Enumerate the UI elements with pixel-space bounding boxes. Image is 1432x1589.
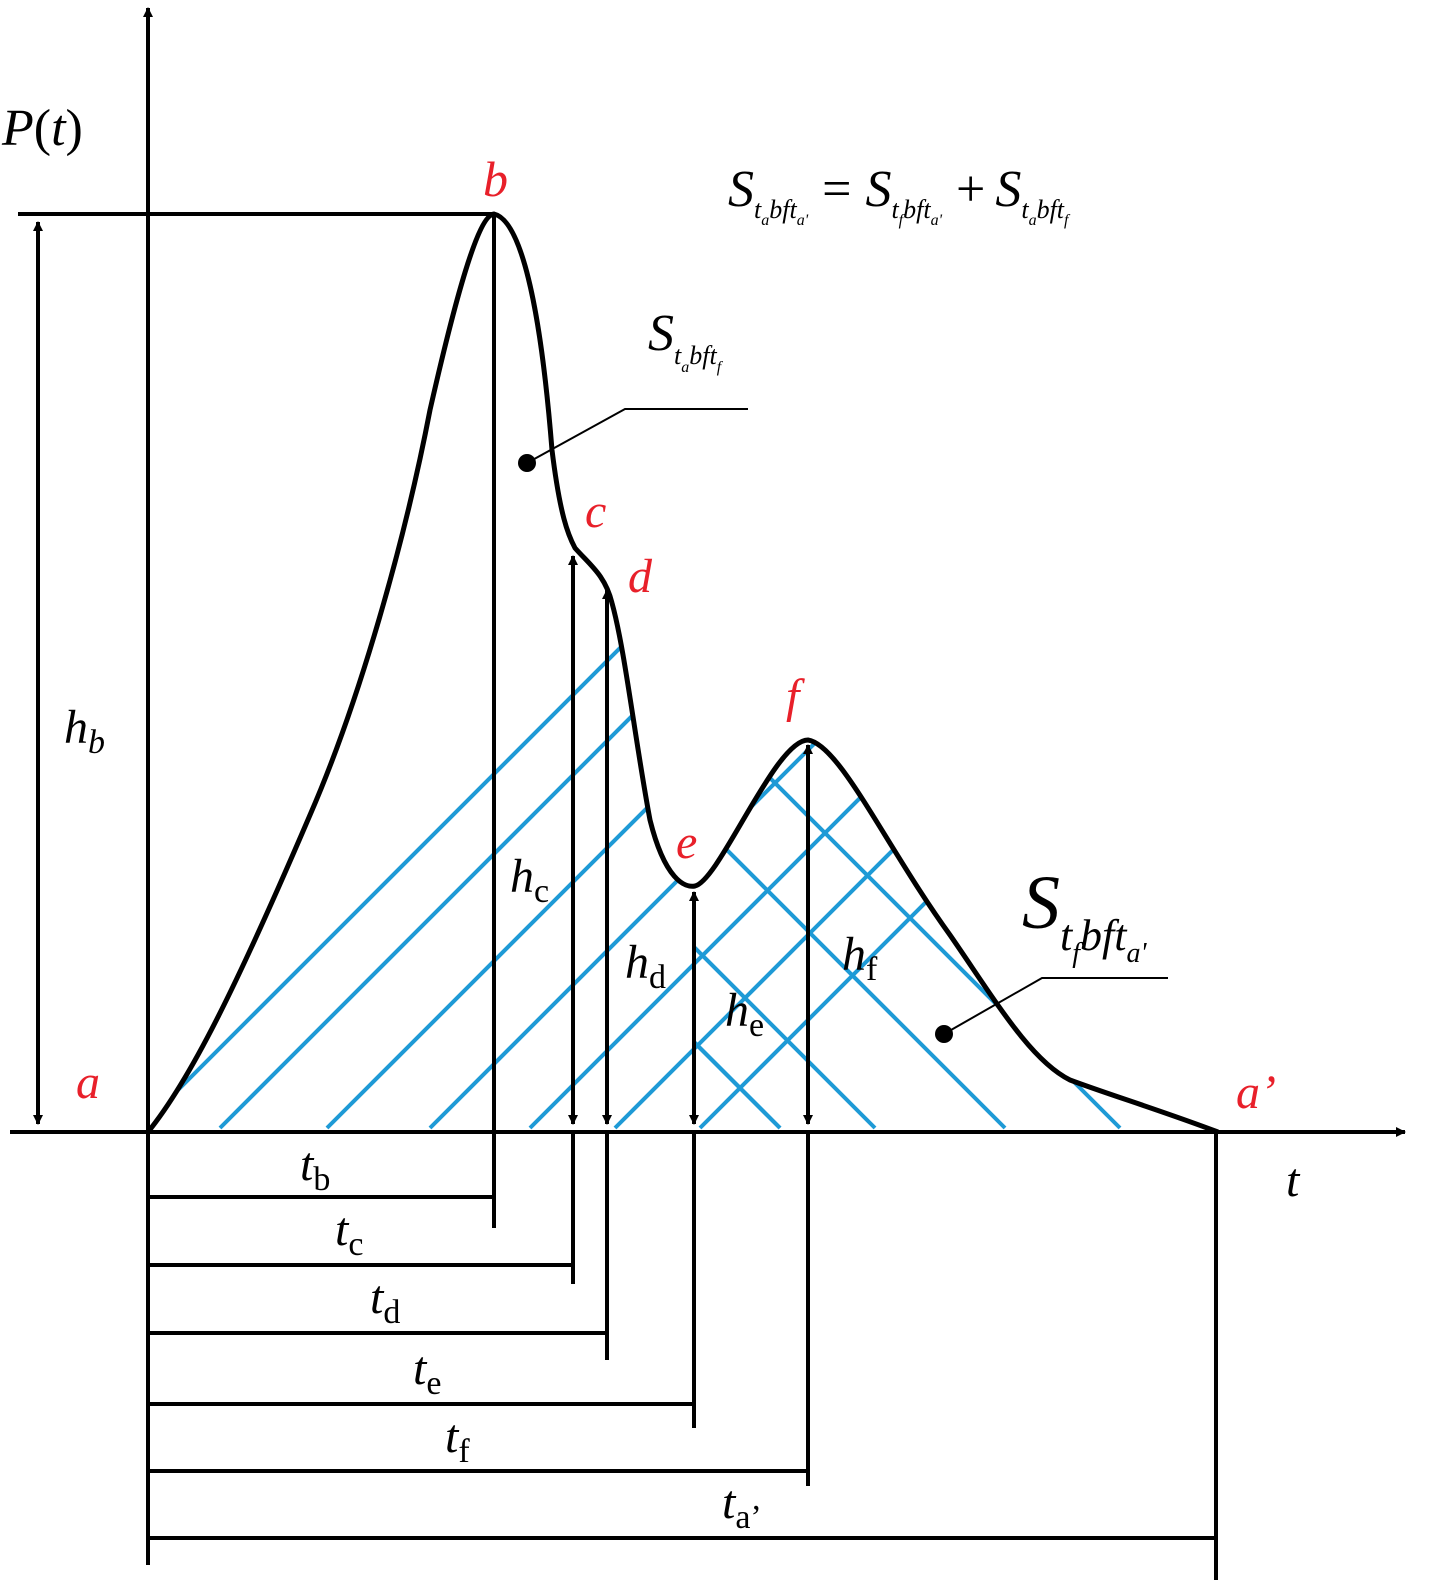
tf-label: tf (445, 1410, 470, 1470)
tb-label: tb (300, 1138, 330, 1198)
left-area-dot (518, 454, 536, 472)
point-label-a: a (76, 1056, 100, 1109)
ta-prime-label: ta’ (722, 1476, 762, 1536)
he-label: he (725, 984, 764, 1044)
point-label-e: e (676, 816, 697, 869)
right-area-leader (943, 977, 1168, 1035)
pulse-curve (146, 211, 1219, 1135)
te-label: te (413, 1342, 441, 1402)
hd-label: hd (625, 936, 666, 996)
tc-label: tc (335, 1203, 363, 1263)
point-label-b: b (483, 151, 508, 207)
area-hatching (158, 214, 1218, 1130)
point-label-a-prime: a’ (1236, 1066, 1276, 1119)
left-area-leader (526, 408, 748, 464)
point-label-c: c (585, 485, 606, 538)
td-label: td (370, 1271, 400, 1331)
area-hatching-right (695, 214, 1122, 1130)
right-area-label: Stfbfta' (1022, 861, 1147, 969)
area-equation: Stabfta'=Stfbfta'+Stabftf (728, 161, 1071, 229)
point-label-f: f (786, 670, 805, 723)
hf-label: hf (842, 928, 878, 988)
left-area-label: Stabftf (648, 305, 724, 376)
hb-label: hb (64, 701, 105, 761)
y-axis-label: P(t) (1, 100, 83, 157)
right-area-dot (935, 1025, 953, 1043)
point-label-d: d (628, 550, 653, 603)
x-axis-label: t (1286, 1154, 1301, 1207)
hc-label: hc (510, 850, 549, 910)
